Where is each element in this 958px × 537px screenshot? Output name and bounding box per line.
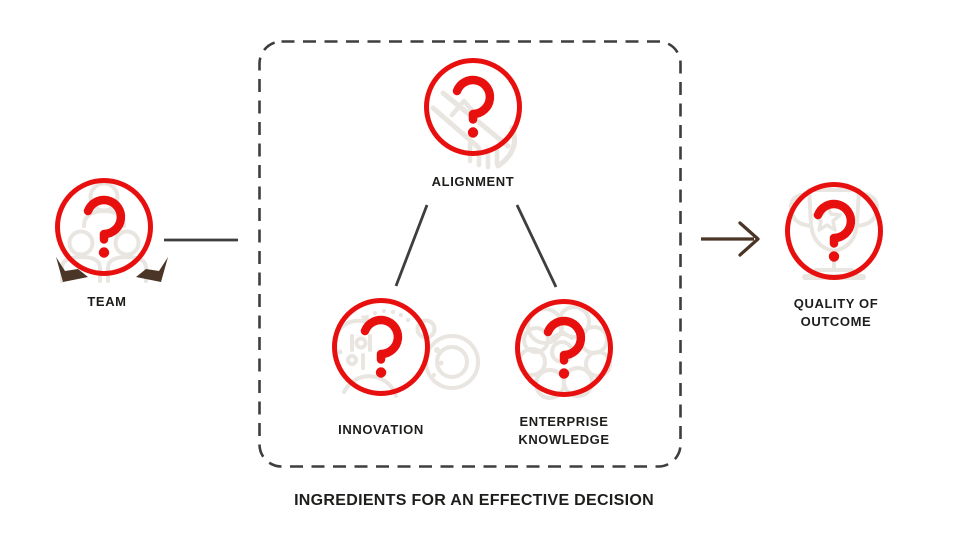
innovation-label: INNOVATION (338, 422, 424, 437)
arrow-right-icon (701, 221, 760, 257)
innovation-node (334, 301, 480, 398)
team-node (56, 181, 168, 283)
alignment-to-innovation-connector (394, 204, 429, 287)
quality-of-outcome-label: QUALITY OF OUTCOME (793, 296, 879, 329)
diagram-caption: INGREDIENTS FOR AN EFFECTIVE DECISION (294, 492, 654, 509)
team-question-circle (58, 181, 151, 274)
team-label: TEAM (87, 294, 127, 309)
alignment-label: ALIGNMENT (431, 174, 515, 189)
quality-of-outcome-node (788, 185, 881, 278)
team-corner-brackets (56, 257, 168, 282)
ingredients-box (258, 40, 682, 468)
enterprise-knowledge-node (518, 302, 611, 400)
alignment-to-enterprise-connector (515, 204, 558, 288)
enterprise-knowledge-label: ENTERPRISE KNOWLEDGE (518, 414, 610, 447)
alignment-node (427, 61, 520, 170)
team-people-icon (60, 181, 148, 283)
